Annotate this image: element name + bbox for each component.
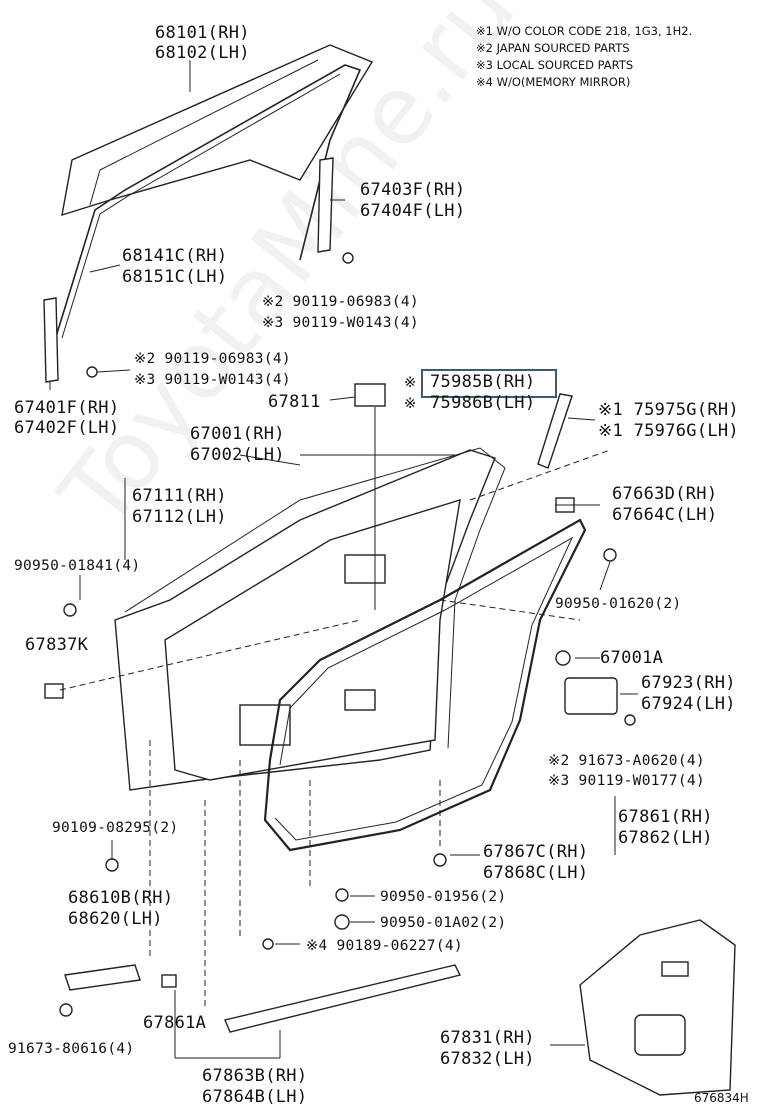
clip: [63, 603, 77, 617]
door-weatherstrip: [263, 518, 587, 852]
part-label: 67811: [268, 392, 321, 412]
part-label: 68102(LH): [155, 43, 250, 63]
footnote-3: ※3 LOCAL SOURCED PARTS: [476, 58, 634, 72]
part-label: 67837K: [25, 635, 89, 655]
part-label: 68151C(LH): [122, 267, 228, 287]
part-label: 67867C(RH): [483, 842, 589, 862]
part-label: ※4 90189-06227(4): [306, 938, 463, 954]
door-inner-panel: [164, 498, 461, 781]
clip: [603, 548, 617, 562]
service-hole-cover: [579, 919, 736, 1096]
front-channel: [43, 297, 59, 383]
part-label: 90950-01620(2): [555, 596, 682, 612]
footnote-1: ※1 W/O COLOR CODE 218, 1G3, 1H2.: [476, 24, 693, 38]
part-label: 68620(LH): [68, 909, 163, 929]
bracket-67923: [564, 677, 618, 715]
part-label: 90950-01956(2): [380, 889, 507, 905]
part-label: 67111(RH): [132, 486, 227, 506]
part-label: ※3 90119-W0177(4): [548, 773, 705, 789]
part-label: 67663D(RH): [612, 484, 718, 504]
moulding: [537, 393, 573, 469]
part-label: 75986B(LH): [430, 393, 536, 413]
clip: [555, 650, 571, 666]
part-label: ※2 90119-06983(4): [262, 294, 419, 310]
part-label: 67832(LH): [440, 1049, 535, 1069]
part-label: 67002(LH): [190, 445, 285, 465]
rear-channel: [317, 157, 334, 253]
footnote-2: ※2 JAPAN SOURCED PARTS: [476, 41, 630, 55]
door-check: [64, 964, 141, 991]
part-label: 67861(RH): [618, 807, 713, 827]
highlight-box[interactable]: [421, 369, 557, 398]
part-label: 67831(RH): [440, 1028, 535, 1048]
part-label: 67403F(RH): [360, 180, 466, 200]
part-label: 67868C(LH): [483, 863, 589, 883]
part-label: 68610B(RH): [68, 888, 174, 908]
clip: [262, 938, 274, 950]
part-label: 90950-01A02(2): [380, 915, 507, 931]
part-label-highlighted[interactable]: 75985B(RH): [430, 372, 536, 392]
clip: [335, 888, 349, 902]
part-label: 67664C(LH): [612, 505, 718, 525]
part-label: 67402F(LH): [14, 418, 120, 438]
part-label: 68141C(RH): [122, 246, 228, 266]
diagram-id: 676834H: [694, 1091, 749, 1105]
lower-moulding: [224, 964, 462, 1033]
part-label: 67861A: [143, 1013, 207, 1033]
part-label: 67862(LH): [618, 828, 713, 848]
part-label: ※1 75976G(LH): [598, 421, 739, 441]
clip: [105, 858, 119, 872]
glass-run-channel: [54, 64, 362, 341]
note-mark: ※: [404, 396, 417, 412]
footnote-4: ※4 W/O(MEMORY MIRROR): [476, 75, 631, 89]
clip: [433, 853, 447, 867]
clip-67837K: [44, 683, 64, 699]
part-label: ※2 90119-06983(4): [134, 351, 291, 367]
part-label: 67864B(LH): [202, 1087, 308, 1107]
block-67811: [354, 383, 386, 407]
part-label: 90950-01841(4): [14, 558, 141, 574]
part-label: 67863B(RH): [202, 1066, 308, 1086]
part-label: 67404F(LH): [360, 201, 466, 221]
part-label: 90109-08295(2): [52, 820, 179, 836]
part-label: ※2 91673-A0620(4): [548, 753, 705, 769]
part-label: 67001A: [600, 648, 664, 668]
part-label: 91673-80616(4): [8, 1041, 135, 1057]
note-mark: ※: [404, 375, 417, 391]
part-label: 67923(RH): [641, 673, 736, 693]
clip: [334, 914, 350, 930]
part-label: 67924(LH): [641, 694, 736, 714]
part-label: ※3 90119-W0143(4): [134, 372, 291, 388]
part-label: 67401F(RH): [14, 398, 120, 418]
part-label: 67001(RH): [190, 424, 285, 444]
part-label: ※1 75975G(RH): [598, 400, 739, 420]
part-label: ※3 90119-W0143(4): [262, 315, 419, 331]
part-label: 67112(LH): [132, 507, 227, 527]
clip: [624, 714, 636, 726]
clip: [59, 1003, 73, 1017]
part-label: 68101(RH): [155, 23, 250, 43]
